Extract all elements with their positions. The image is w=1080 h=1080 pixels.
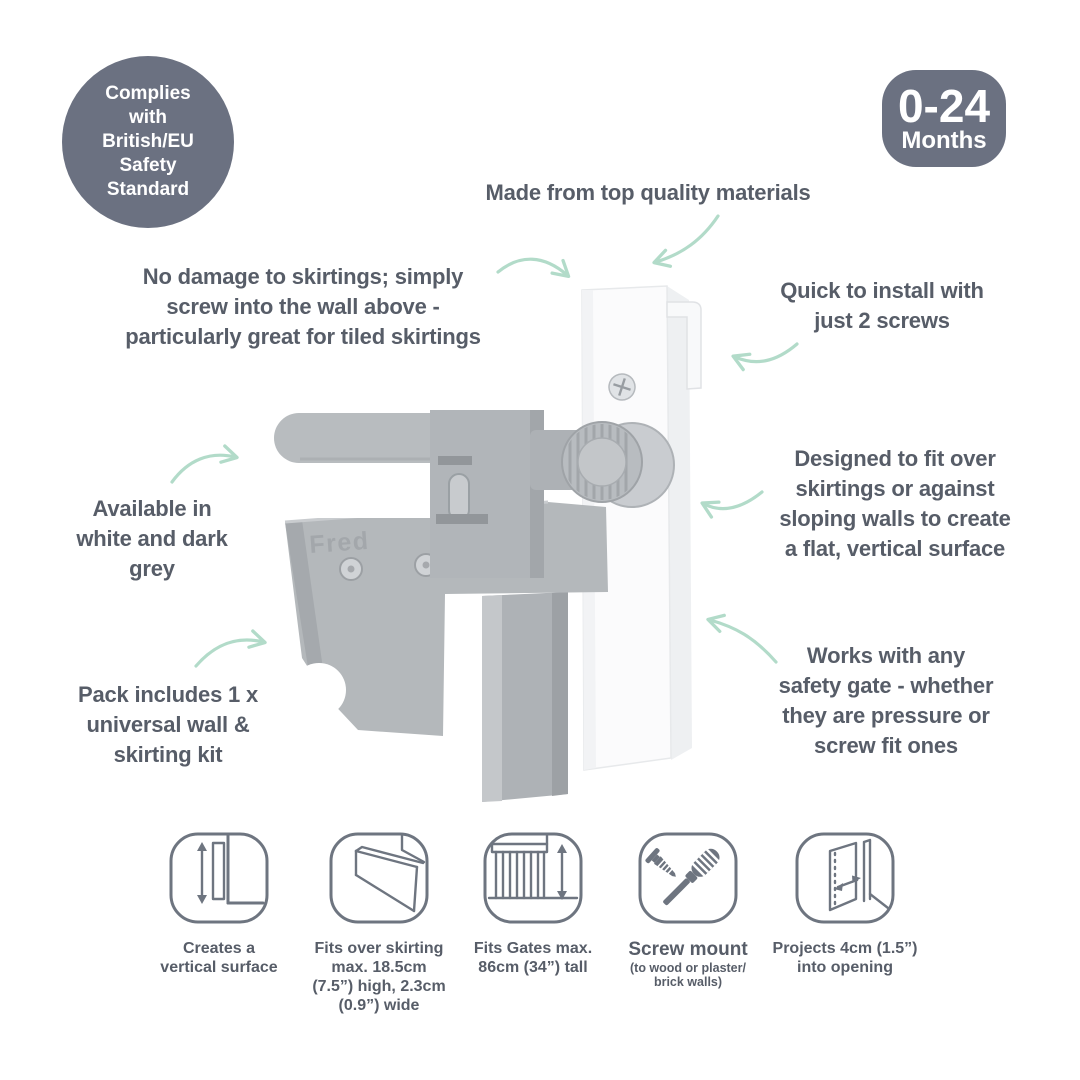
feature-screw-mount: Screw mount(to wood or plaster/brick wal… <box>598 830 778 989</box>
screw-mount-icon <box>638 832 738 924</box>
annotation-materials: Made from top quality materials <box>485 180 811 205</box>
adjuster-knob <box>530 421 675 508</box>
age-range: 0-24 <box>897 79 991 132</box>
arrow-colours <box>170 444 239 484</box>
feature-projects-into-opening: Projects 4cm (1.5”)into opening <box>755 830 935 977</box>
arrow-materials <box>652 214 720 268</box>
wall-kit-panel <box>581 285 702 771</box>
screw-glyph <box>645 848 676 877</box>
feature-gate-height: Fits Gates max.86cm (34”) tall <box>443 830 623 977</box>
age-badge: 0-24 Months <box>882 70 1006 167</box>
gate-height-icon <box>483 832 583 924</box>
u-bracket <box>274 410 544 578</box>
age-unit: Months <box>901 126 987 154</box>
feature-caption: Screw mount(to wood or plaster/brick wal… <box>628 939 748 989</box>
arrow-quick-install <box>731 342 799 372</box>
feature-caption: Projects 4cm (1.5”)into opening <box>772 940 918 976</box>
panel-hook <box>666 301 702 390</box>
brand-logo-text: Fred <box>308 527 370 559</box>
vertical-surface-icon <box>169 832 269 924</box>
gate-post <box>482 592 568 802</box>
projects-into-opening-icon <box>795 832 895 924</box>
feature-caption: Fits Gates max.86cm (34”) tall <box>473 940 593 976</box>
product-photo: Fred <box>258 285 702 802</box>
panel-screw <box>608 373 636 401</box>
screwdriver-glyph <box>663 848 720 906</box>
fits-over-skirting-icon <box>329 832 429 924</box>
